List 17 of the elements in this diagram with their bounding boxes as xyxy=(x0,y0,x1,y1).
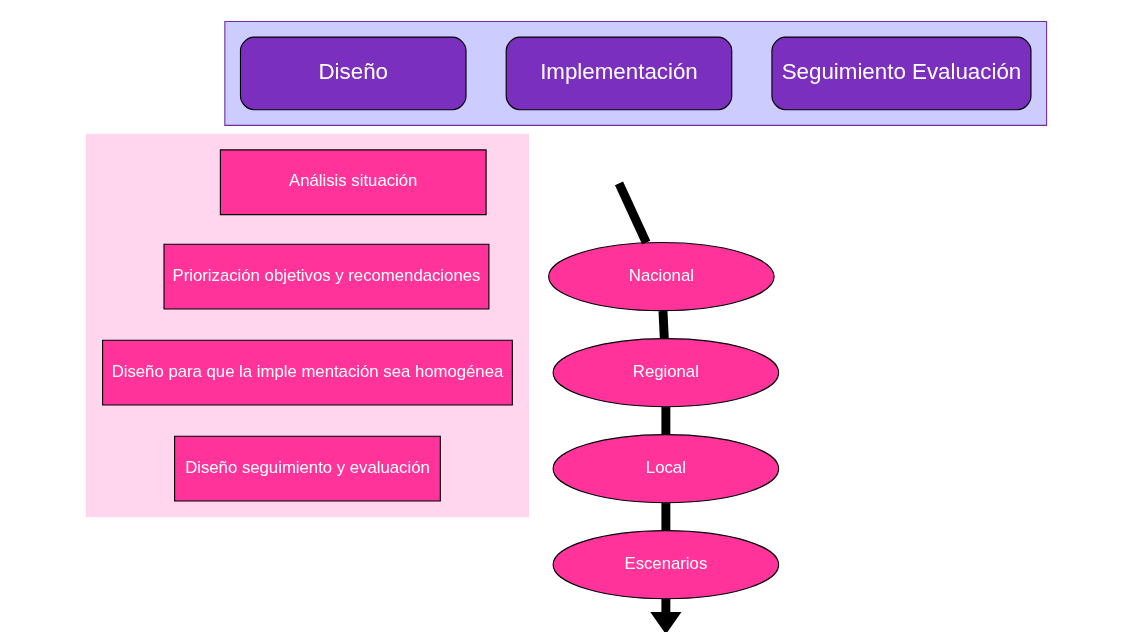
connector xyxy=(660,503,670,531)
node-ellipse: Local xyxy=(552,434,779,504)
node-box: Diseño seguimiento y evaluación xyxy=(173,435,441,502)
connector xyxy=(660,407,670,435)
node-ellipse: Escenarios xyxy=(552,530,779,600)
node-box: Priorización objetivos y recomendaciones xyxy=(162,243,489,310)
node-box: Implementación xyxy=(505,36,732,111)
node-ellipse: Nacional xyxy=(547,242,775,312)
node-box: Seguimiento Evaluación xyxy=(770,36,1032,111)
node-box: Diseño xyxy=(239,36,467,111)
cluster xyxy=(223,20,1047,126)
connector xyxy=(614,181,650,245)
node-ellipse: Regional xyxy=(552,338,779,408)
cluster xyxy=(85,133,529,518)
connector xyxy=(658,310,669,339)
node-box: Diseño para que la imple mentación sea homogénea xyxy=(101,339,513,406)
node-box: Análisis situación xyxy=(219,149,487,216)
